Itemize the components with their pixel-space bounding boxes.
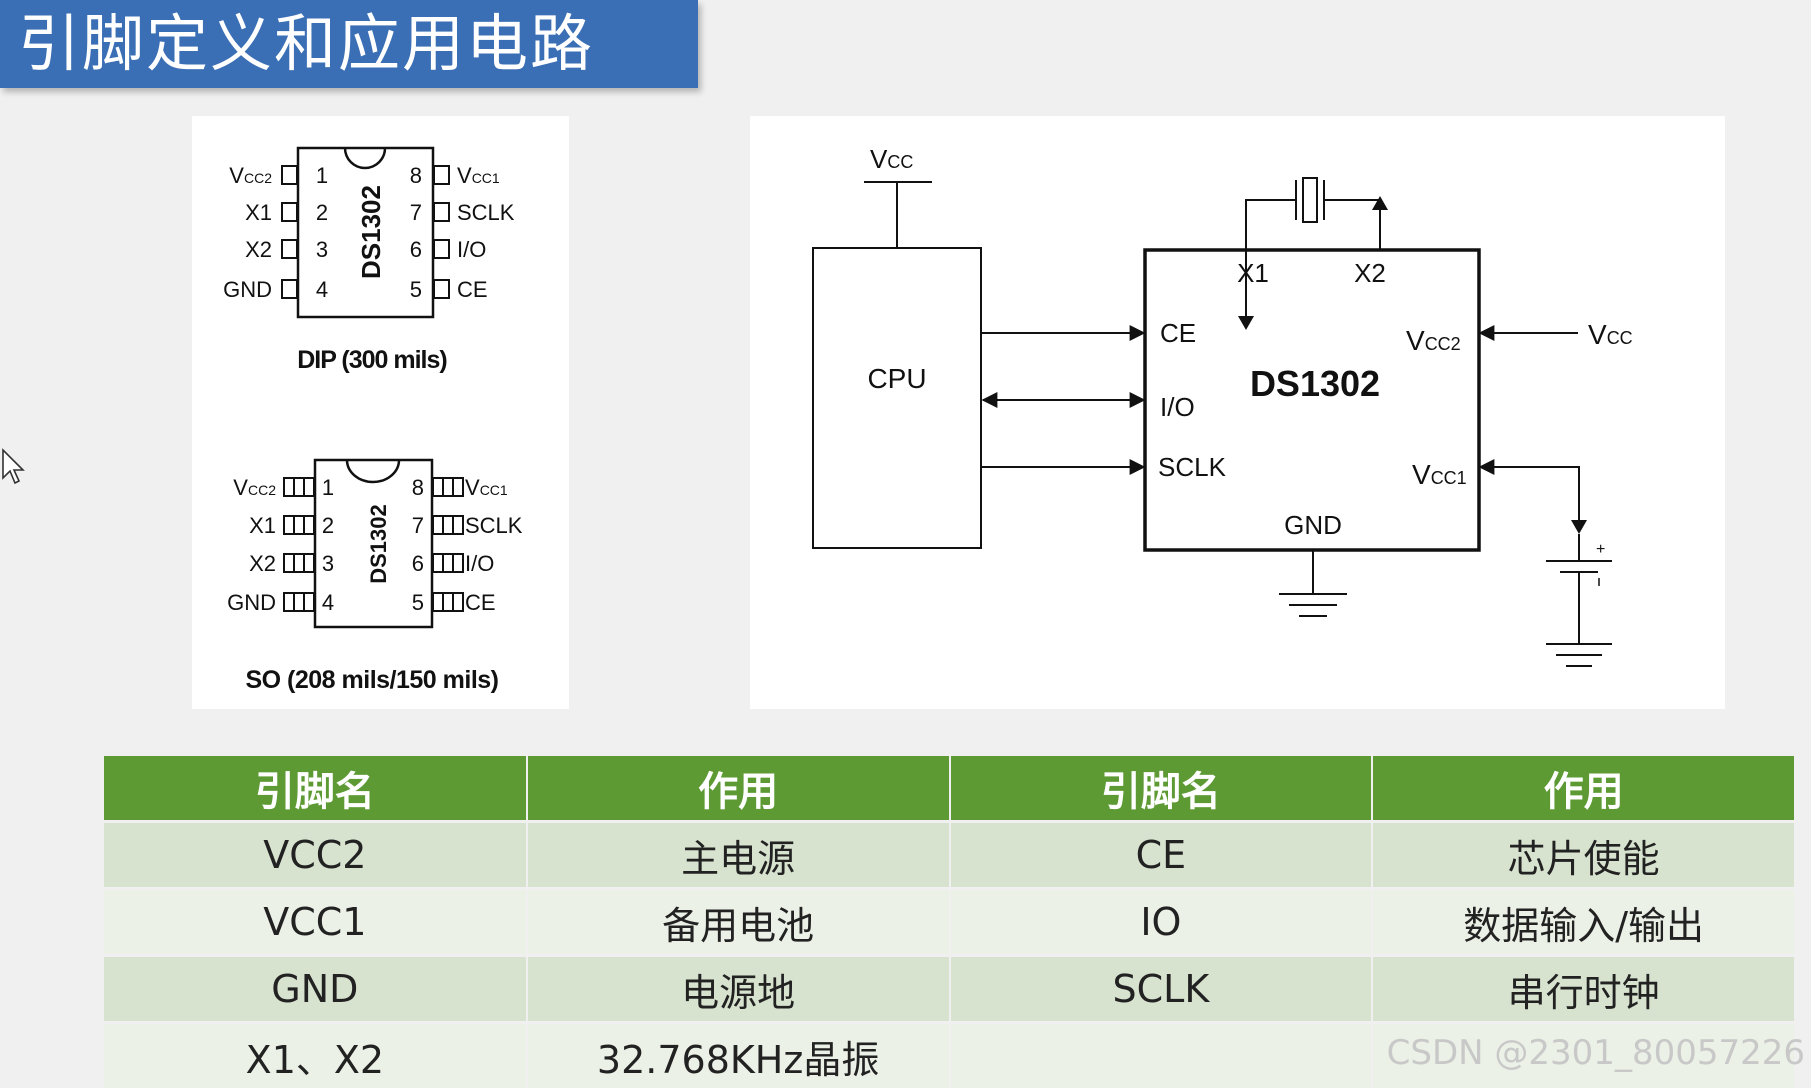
pin-number: 2 [322, 513, 334, 538]
package-panel: DS1302 1 VCC2 2 X1 3 X2 4 GND [192, 116, 569, 709]
io-label: I/O [1160, 392, 1195, 422]
pin-number: 8 [410, 163, 422, 188]
so-package: DS1302 1 VCC2 2 X1 3 X2 [227, 460, 523, 694]
header-pin-name: 引脚名 [950, 756, 1373, 822]
chip-label: DS1302 [1250, 363, 1380, 404]
ds1302-block: DS1302 X1 X2 CE I/O SCLK GND VCC2 VCC1 [1145, 250, 1479, 550]
pin-number: 7 [412, 513, 424, 538]
header-function: 作用 [1372, 756, 1795, 822]
table-cell [950, 1023, 1373, 1088]
table-row: VCC1 备用电池 IO 数据输入/输出 [104, 889, 1795, 956]
dip-caption: DIP (300 mils) [297, 346, 447, 374]
table-cell: 芯片使能 [1372, 822, 1795, 889]
vcc-right-label: VCC [1588, 319, 1633, 350]
circuit-diagram: VCC CPU DS1302 X1 X2 CE I/O SCLK GND VCC… [750, 116, 1725, 709]
pin-number: 1 [316, 163, 328, 188]
table-cell: IO [950, 889, 1373, 956]
backup-battery: + [1480, 467, 1612, 666]
vcc-right-supply: VCC [1480, 319, 1633, 350]
pin-name: GND [227, 590, 276, 615]
dip-chip-label: DS1302 [356, 185, 386, 279]
dip-right-pin-6: 6 I/O [410, 237, 487, 262]
pin-name: VCC2 [229, 163, 272, 188]
dip-left-pin-2: 2 X1 [245, 200, 328, 225]
table-cell: 主电源 [527, 822, 950, 889]
table-header-row: 引脚名 作用 引脚名 作用 [104, 756, 1795, 822]
mouse-pointer-icon [0, 448, 28, 488]
pin-name: SCLK [457, 200, 515, 225]
table-row: VCC2 主电源 CE 芯片使能 [104, 822, 1795, 889]
table-cell: CE [950, 822, 1373, 889]
table-cell: X1、X2 [104, 1023, 527, 1088]
pin-number: 4 [322, 590, 334, 615]
table-cell: VCC1 [104, 889, 527, 956]
table-cell: 备用电池 [527, 889, 950, 956]
pin-name: I/O [465, 551, 494, 576]
chip-ground [1279, 550, 1347, 616]
battery-plus-label: + [1596, 541, 1605, 558]
pin-name: SCLK [465, 513, 523, 538]
header-function: 作用 [527, 756, 950, 822]
pin-name: VCC1 [457, 163, 500, 188]
cpu-block: CPU [813, 248, 981, 548]
pin-number: 5 [412, 590, 424, 615]
vcc-top-label: VCC [870, 144, 913, 174]
pin-number: 2 [316, 200, 328, 225]
cpu-label: CPU [867, 363, 926, 394]
x2-label: X2 [1354, 258, 1386, 288]
table-cell: 32.768KHz晶振 [527, 1023, 950, 1088]
pin-number: 1 [322, 475, 334, 500]
pin-name: VCC2 [233, 475, 276, 500]
table-cell: SCLK [950, 956, 1373, 1023]
page-title: 引脚定义和应用电路 [18, 4, 594, 84]
dip-package: DS1302 1 VCC2 2 X1 3 X2 4 GND [223, 148, 515, 374]
pin-number: 3 [322, 551, 334, 576]
pin-number: 7 [410, 200, 422, 225]
so-left-pin-2: 2 X1 [249, 513, 334, 538]
circuit-panel: VCC CPU DS1302 X1 X2 CE I/O SCLK GND VCC… [750, 116, 1725, 709]
pin-name: X1 [249, 513, 276, 538]
ce-label: CE [1160, 318, 1196, 348]
table-cell: 电源地 [527, 956, 950, 1023]
pin-name: CE [457, 277, 488, 302]
dip-right-pin-5: 5 CE [410, 277, 488, 302]
table-row: GND 电源地 SCLK 串行时钟 [104, 956, 1795, 1023]
so-chip-label: DS1302 [366, 504, 391, 584]
table-cell: 串行时钟 [1372, 956, 1795, 1023]
dip-left-pin-3: 3 X2 [245, 237, 328, 262]
title-bar: 引脚定义和应用电路 [0, 0, 698, 88]
so-left-pin-3: 3 X2 [249, 551, 334, 576]
x1-label: X1 [1237, 258, 1269, 288]
gnd-label: GND [1284, 510, 1342, 540]
pin-name: I/O [457, 237, 486, 262]
table-cell: 数据输入/输出 [1372, 889, 1795, 956]
pin-number: 6 [412, 551, 424, 576]
header-pin-name: 引脚名 [104, 756, 527, 822]
pin-number: 8 [412, 475, 424, 500]
package-diagram: DS1302 1 VCC2 2 X1 3 X2 4 GND [192, 116, 569, 709]
pin-name: CE [465, 590, 496, 615]
pin-name: X2 [249, 551, 276, 576]
pin-number: 6 [410, 237, 422, 262]
watermark: CSDN @2301_80057226 [1387, 1033, 1805, 1073]
table-cell: VCC2 [104, 822, 527, 889]
pin-name: X2 [245, 237, 272, 262]
pin-name: GND [223, 277, 272, 302]
pin-number: 3 [316, 237, 328, 262]
so-caption: SO (208 mils/150 mils) [245, 666, 498, 694]
pin-number: 5 [410, 277, 422, 302]
pin-name: VCC1 [465, 475, 508, 500]
table-cell: GND [104, 956, 527, 1023]
pin-number: 4 [316, 277, 328, 302]
pin-name: X1 [245, 200, 272, 225]
vcc-top-supply: VCC [864, 144, 932, 248]
sclk-label: SCLK [1158, 452, 1227, 482]
